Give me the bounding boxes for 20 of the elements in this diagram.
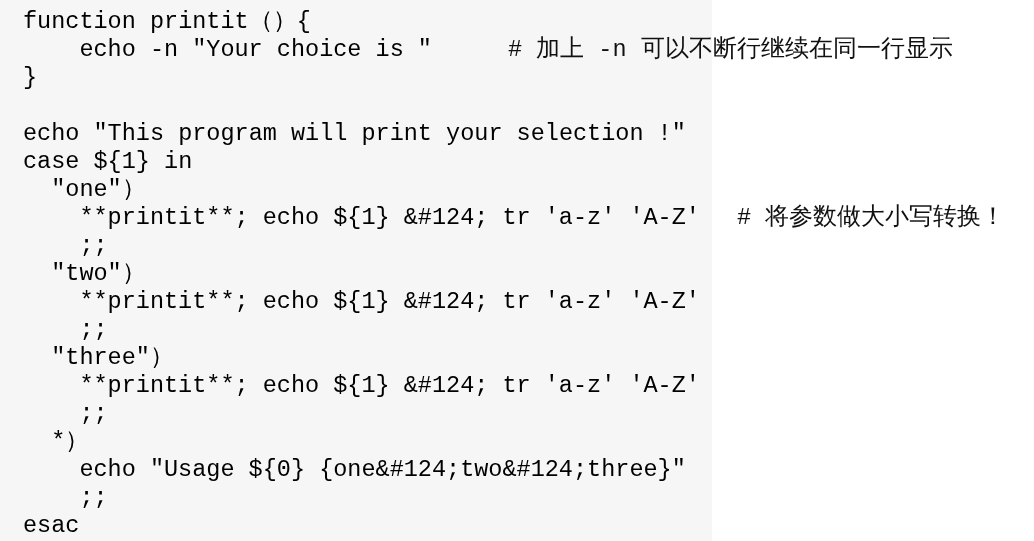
code-line: esac — [23, 512, 80, 540]
code-line: "three"） — [51, 344, 174, 372]
code-line: function printit（）{ — [23, 8, 311, 36]
code-line: ;; — [79, 400, 108, 428]
code-line: **printit**; echo ${1} &#124; tr 'a-z' 'A-Z' — [79, 372, 700, 400]
code-line: "one"） — [51, 176, 146, 204]
code-line: ;; — [79, 484, 108, 512]
code-line: **printit**; echo ${1} &#124; tr 'a-z' 'A-Z' — [79, 204, 700, 232]
code-line: } — [23, 64, 38, 92]
code-line: case ${1} in — [23, 148, 193, 176]
code-comment: # 将参数做大小写转换！ — [737, 204, 1006, 232]
code-line: "two"） — [51, 260, 146, 288]
code-line: echo "Usage ${0} {one&#124;two&#124;three}" — [79, 456, 686, 484]
code-line: *） — [51, 428, 90, 456]
code-line: ;; — [79, 316, 108, 344]
code-comment: # 加上 -n 可以不断行继续在同一行显示 — [508, 36, 953, 64]
code-line: ;; — [79, 232, 108, 260]
code-line: **printit**; echo ${1} &#124; tr 'a-z' 'A-Z' — [79, 288, 700, 316]
code-line: echo -n "Your choice is " — [79, 36, 432, 64]
code-line: echo "This program will print your selection !" — [23, 120, 686, 148]
